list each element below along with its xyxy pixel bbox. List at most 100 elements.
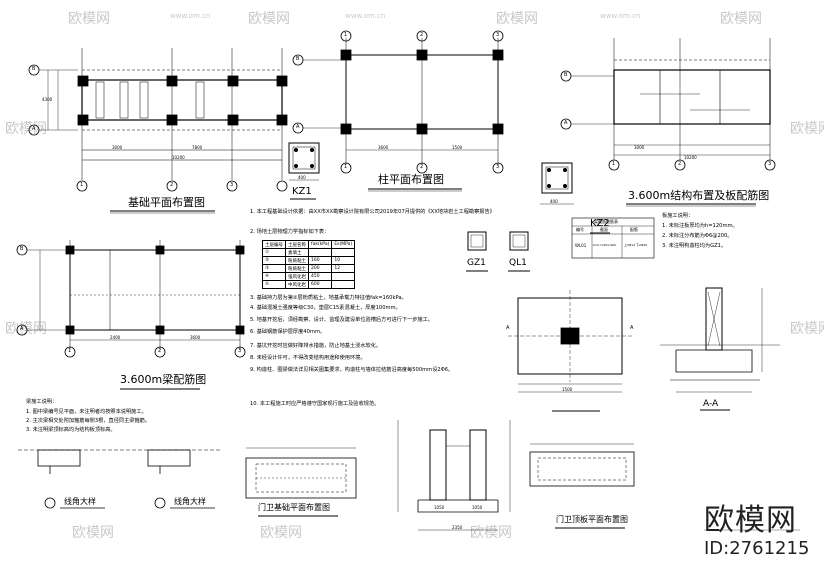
axis-label: A <box>20 326 24 332</box>
watermark-url: www.om.cn <box>345 12 386 20</box>
structure-plan-title: 3.600m结构布置及板配筋图 <box>628 189 770 202</box>
dimension: 400 <box>298 175 306 180</box>
axis-label: 1 <box>68 348 72 354</box>
beam-table-header: 配筋 <box>630 227 638 232</box>
watermark: 欧模网 <box>720 11 762 27</box>
soil-table-cell: ② <box>262 256 286 265</box>
beam-table-cell: 上2Φ14 下2Φ16 <box>624 243 648 247</box>
soil-table-cell: 粉质粘土 <box>285 256 309 265</box>
axis-label: A <box>506 325 510 331</box>
dimension: 1500 <box>562 387 573 392</box>
soil-table-cell <box>331 248 356 257</box>
watermark: 欧模网 <box>790 321 824 337</box>
axis-label: B <box>564 72 568 78</box>
soil-table-cell: ① <box>262 248 286 257</box>
brand-id: ID:2761215 <box>704 538 810 559</box>
beam-table-header: 截面 <box>600 227 608 232</box>
beam-note: 1. 图中梁编号见平面，未注明者均按照本说明施工。 <box>26 409 147 415</box>
dimension: 10200 <box>172 155 185 160</box>
soil-table-cell <box>331 280 356 289</box>
soil-table-cell <box>307 248 333 257</box>
design-note: 8. 未经设计许可，不得改变结构用途和使用环境。 <box>250 355 366 361</box>
corner-detail-title: 线角大样 <box>174 497 206 506</box>
soil-table-cell: 12 <box>331 264 356 273</box>
ql1-label: QL1 <box>509 258 527 268</box>
beam-notes-title: 梁施工说明： <box>26 399 58 405</box>
design-note: 4. 基础混凝土强度等级C30，垫层C15素混凝土，厚度100mm。 <box>250 305 401 311</box>
dimension: 3600 <box>378 145 389 150</box>
watermark: 欧模网 <box>790 121 824 137</box>
soil-table-header: Es(MPa) <box>331 240 356 249</box>
design-note: 10. 本工程施工时应严格遵守国家现行施工及验收规范。 <box>250 401 380 407</box>
design-note: 7. 基坑开挖时应做好降排水措施，防止地基土浸水软化。 <box>250 343 382 349</box>
beam-plan-title: 3.600m梁配筋图 <box>120 373 207 386</box>
soil-table-cell: 200 <box>307 264 333 273</box>
door-footing-title: 门卫基础平面布置图 <box>258 503 330 512</box>
dimension: 2350 <box>452 525 463 530</box>
soil-table-cell: ⑤ <box>262 280 286 289</box>
axis-label: B <box>20 246 24 252</box>
watermark: 欧模网 <box>5 121 47 137</box>
soil-table-header: 土层编号 <box>262 240 286 249</box>
beam-table-cell: b×h=200×400 <box>593 243 616 247</box>
soil-table-cell <box>331 272 356 281</box>
soil-table-cell: 强风化岩 <box>285 272 309 281</box>
slab-note: 2. 未标注分布筋为Φ6@200。 <box>662 233 733 239</box>
axis-label: 3 <box>768 161 772 167</box>
watermark-url: www.om.cn <box>600 12 641 20</box>
watermark: 欧模网 <box>496 11 538 27</box>
watermark: 欧模网 <box>248 11 290 27</box>
dimension: 10200 <box>684 155 697 160</box>
axis-label: 1 <box>612 161 616 167</box>
section-title: A-A <box>703 399 719 409</box>
door-slab-title: 门卫顶板平面布置图 <box>556 515 628 524</box>
column-plan-title: 柱平面布置图 <box>378 173 444 186</box>
kz2-label: KZ2 <box>590 218 610 229</box>
axis-label: 2 <box>158 348 162 354</box>
soil-table-cell: 600 <box>307 280 333 289</box>
axis-label: 2 <box>420 32 424 38</box>
beam-table-cell: WL01 <box>575 243 587 248</box>
slab-notes-title: 板施工说明： <box>662 213 694 219</box>
axis-label: 1 <box>344 32 348 38</box>
axis-label: 1 <box>344 164 348 170</box>
soil-table-header: 土层名称 <box>285 240 309 249</box>
kz1-label: KZ1 <box>292 186 312 197</box>
axis-label: 3 <box>238 348 242 354</box>
axis-label: 3 <box>496 164 500 170</box>
dimension: 4300 <box>42 97 53 102</box>
soil-table-cell: 粉质粘土 <box>285 264 309 273</box>
soil-table: 土层编号 土层名称 fak(kPa) Es(MPa) ① 素填土 ② 粉质粘土 … <box>262 240 356 289</box>
watermark: 欧模网 <box>5 321 47 337</box>
axis-label: 1 <box>80 182 84 188</box>
watermark: 欧模网 <box>72 525 114 541</box>
watermark: 欧模网 <box>68 11 110 27</box>
corner-detail-title: 线角大样 <box>64 497 96 506</box>
axis-label: 3 <box>496 32 500 38</box>
design-note: 3. 基础持力层为第②层粉质粘土，地基承载力特征值fak=160kPa。 <box>250 295 407 301</box>
gz1-label: GZ1 <box>467 258 486 268</box>
foundation-plan-title: 基础平面布置图 <box>128 196 205 209</box>
beam-table-title: 梁截面配筋表 <box>594 219 618 224</box>
axis-label: 3 <box>230 182 234 188</box>
beam-table-header: 编号 <box>576 227 584 232</box>
dimension: 1500 <box>452 145 463 150</box>
design-note: 1. 本工程基础设计依据：由XX市XX勘察设计院有限公司2019年07月提供的《… <box>250 209 495 215</box>
soil-table-cell: 10 <box>331 256 356 265</box>
axis-label: A <box>296 124 300 130</box>
brand-logo-text: 欧模网 <box>704 503 797 538</box>
axis-label: A <box>630 325 634 331</box>
dimension: 3600 <box>190 335 201 340</box>
dimension: 3000 <box>112 145 123 150</box>
slab-note: 1. 未标注板厚均为h=120mm。 <box>662 223 738 229</box>
dimension: 7800 <box>192 145 203 150</box>
design-note: 6. 基础钢筋保护层厚度40mm。 <box>250 329 326 335</box>
soil-table-header: fak(kPa) <box>307 240 333 249</box>
watermark: 欧模网 <box>470 525 512 541</box>
dimension: 3000 <box>634 145 645 150</box>
watermark-url: www.om.cn <box>170 12 211 20</box>
axis-label: B <box>32 66 36 72</box>
design-note: 5. 地基开挖后，须经勘察、设计、监理及建设单位验槽后方可进行下一步施工。 <box>250 317 433 323</box>
